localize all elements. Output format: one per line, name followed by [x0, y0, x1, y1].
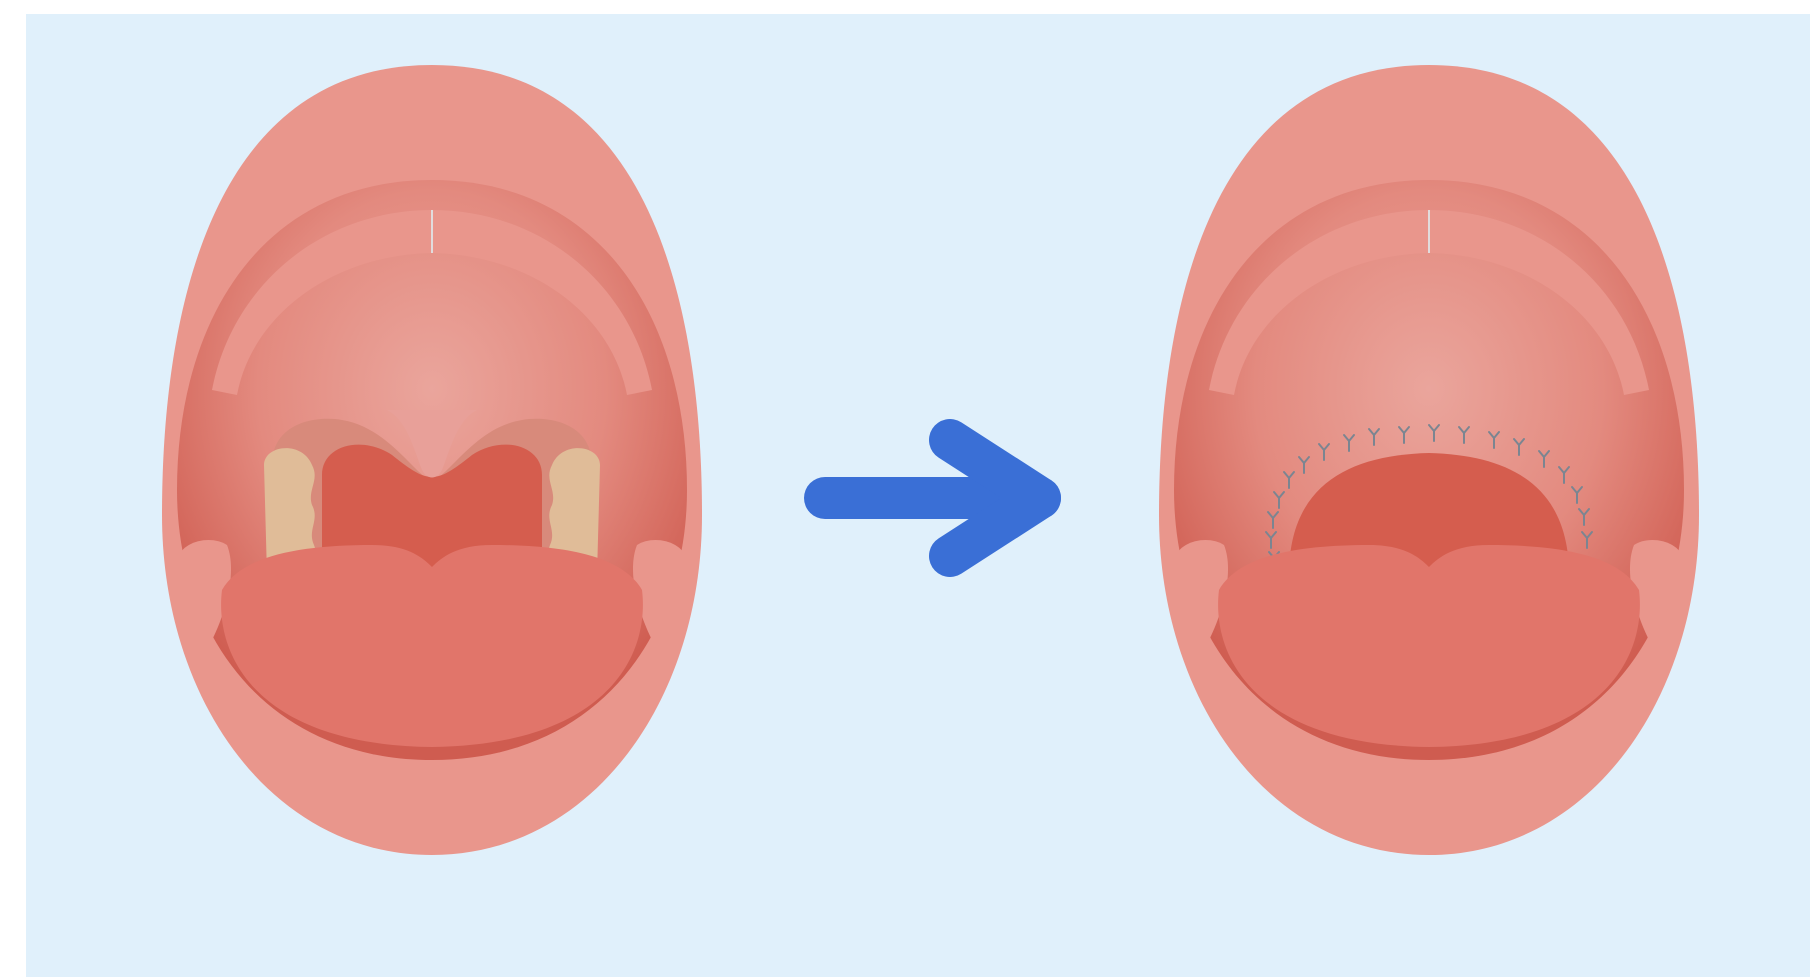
mouth-with-tonsils-icon [162, 65, 702, 855]
mouth-after-tonsillectomy-icon [1159, 65, 1699, 855]
